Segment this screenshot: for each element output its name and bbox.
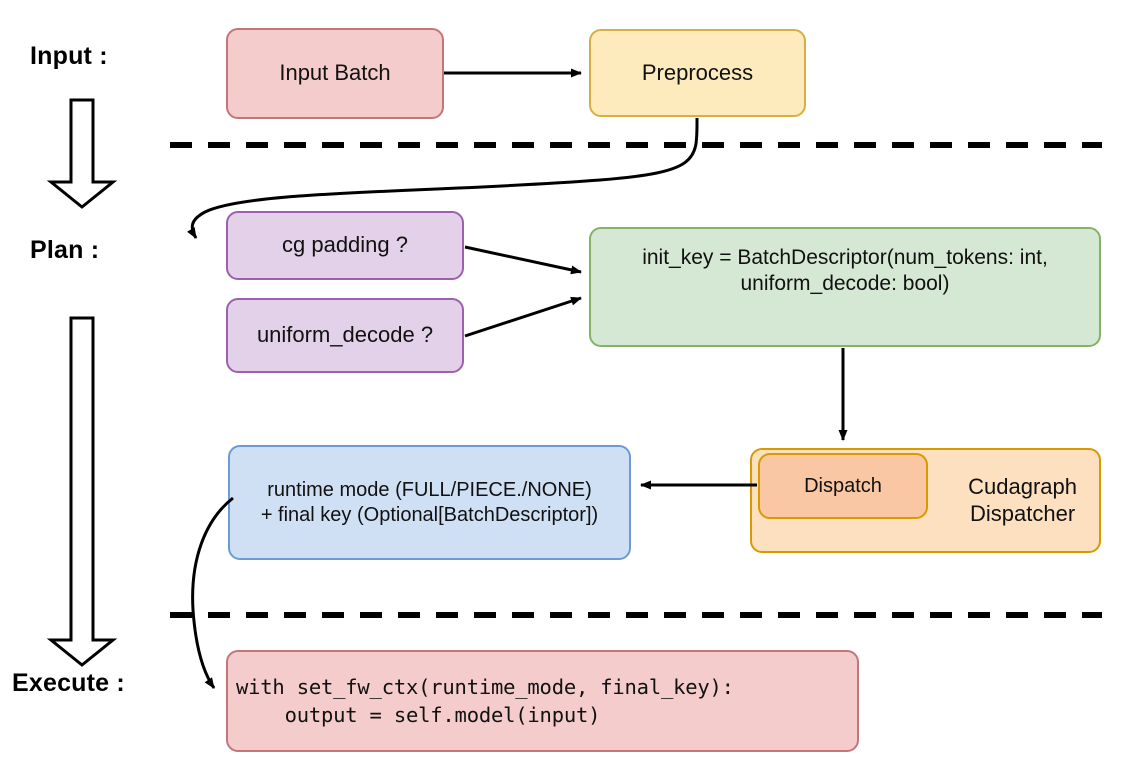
node-input-batch[interactable]: Input Batch bbox=[226, 28, 444, 119]
node-init-key[interactable]: init_key = BatchDescriptor(num_tokens: i… bbox=[589, 227, 1101, 347]
lane-label-plan: Plan : bbox=[30, 236, 100, 264]
node-dispatch[interactable]: Dispatch bbox=[758, 453, 928, 519]
node-uniform-decode[interactable]: uniform_decode ? bbox=[226, 298, 464, 373]
lane-arrow-input-to-plan bbox=[46, 98, 118, 209]
node-execute-code[interactable]: with set_fw_ctx(runtime_mode, final_key)… bbox=[226, 650, 859, 752]
lane-label-input: Input : bbox=[30, 42, 108, 70]
node-runtime-mode[interactable]: runtime mode (FULL/PIECE./NONE) + final … bbox=[228, 445, 631, 560]
node-cg-padding[interactable]: cg padding ? bbox=[226, 211, 464, 280]
node-preprocess[interactable]: Preprocess bbox=[589, 29, 806, 117]
edge-uniform-decode-to-init-key bbox=[464, 296, 582, 338]
lane-label-execute: Execute : bbox=[12, 669, 125, 697]
lane-arrow-plan-to-execute bbox=[46, 316, 118, 667]
edge-cg-padding-to-init-key bbox=[464, 245, 582, 275]
